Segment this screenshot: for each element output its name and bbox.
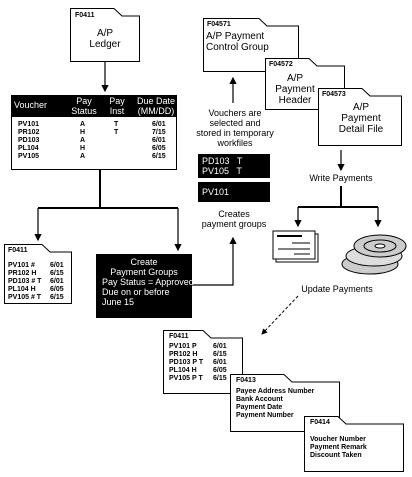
folder-id: F04571 bbox=[207, 21, 231, 28]
disk-stack-icon bbox=[340, 230, 408, 276]
folder-id: F0414 bbox=[310, 419, 330, 426]
folder-id: F0411 bbox=[8, 247, 28, 254]
check-icon bbox=[272, 230, 320, 264]
voucher-header: Voucher bbox=[14, 100, 48, 110]
folder-id: F04573 bbox=[322, 91, 346, 98]
folder-id: F04572 bbox=[269, 61, 293, 68]
folder-id: F0411 bbox=[75, 12, 95, 19]
payment-group-box-1: PD103 T PV105 T bbox=[198, 154, 270, 178]
folder-id: F0411 bbox=[169, 333, 189, 340]
folder-id: F0413 bbox=[236, 377, 256, 384]
write-payments-label: Write Payments bbox=[309, 173, 373, 183]
update-payments-label: Update Payments bbox=[301, 284, 373, 294]
payment-group-box-2: PV101 bbox=[198, 182, 270, 202]
due-date-header: Due Date(MM/DD) bbox=[136, 96, 176, 116]
create-payment-groups-box: Create Payment Groups Pay Status = Appro… bbox=[96, 254, 194, 318]
